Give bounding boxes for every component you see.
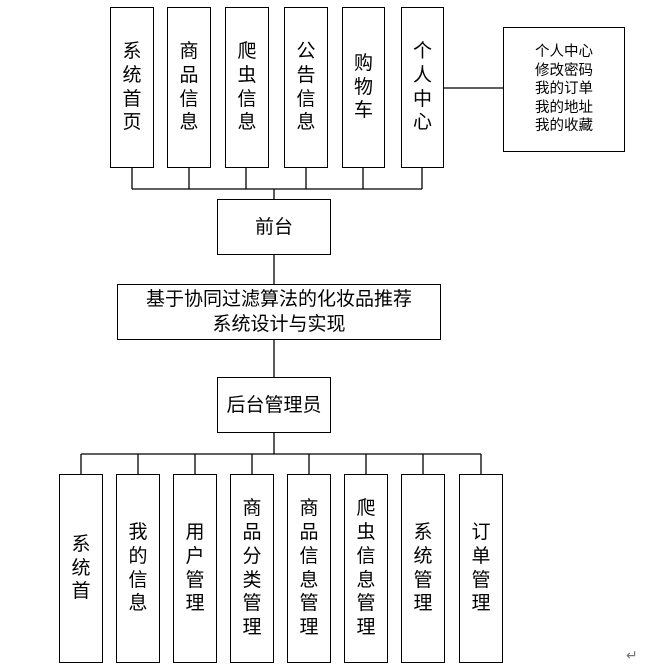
frontend-label: 前台 (254, 215, 293, 238)
submenu-item: 我的订单 (535, 81, 593, 98)
module-label: 系统首 (71, 532, 91, 603)
admin-module-user-management: 用户管理 (173, 474, 217, 663)
admin-module-system-management: 系统管理 (401, 474, 445, 663)
admin-module-system-home: 系统首 (59, 474, 103, 663)
module-label: 系统首页 (122, 39, 142, 134)
module-label: 个人中心 (412, 39, 432, 134)
personal-center-submenu: 个人中心 修改密码 我的订单 我的地址 我的收藏 (503, 27, 625, 152)
system-title-node: 基于协同过滤算法的化妆品推荐 系统设计与实现 (117, 284, 441, 340)
submenu-item: 个人中心 (535, 44, 593, 61)
module-label: 爬虫信息管理 (356, 496, 376, 639)
admin-module-product-management: 商品信息管理 (287, 474, 331, 663)
module-product-info: 商品信息 (167, 7, 211, 168)
module-system-home: 系统首页 (110, 7, 154, 168)
admin-label: 后台管理员 (226, 393, 322, 416)
submenu-item: 我的收藏 (535, 118, 593, 135)
submenu-item: 修改密码 (535, 62, 593, 79)
submenu-item: 我的地址 (535, 99, 593, 116)
module-label: 订单管理 (471, 520, 491, 615)
module-announcement-info: 公告信息 (284, 7, 328, 168)
frontend-node: 前台 (217, 199, 331, 255)
admin-module-crawler-management: 爬虫信息管理 (344, 474, 388, 663)
module-crawler-info: 爬虫信息 (225, 7, 269, 168)
module-label: 系统管理 (413, 520, 433, 615)
admin-module-my-info: 我的信息 (116, 474, 160, 663)
module-shopping-cart: 购物车 (342, 7, 385, 168)
module-label: 商品信息管理 (299, 496, 319, 639)
module-label: 商品信息 (179, 39, 199, 134)
system-title-line: 基于协同过滤算法的化妆品推荐 (145, 288, 412, 311)
module-label: 商品分类管理 (242, 496, 262, 639)
system-title-line: 系统设计与实现 (212, 313, 346, 335)
module-label: 我的信息 (128, 520, 148, 615)
admin-module-order-management: 订单管理 (459, 474, 503, 663)
module-personal-center: 个人中心 (401, 7, 444, 168)
module-label: 公告信息 (296, 39, 316, 134)
admin-module-category-management: 商品分类管理 (230, 474, 274, 663)
module-label: 用户管理 (185, 520, 205, 615)
module-label: 购物车 (353, 51, 373, 122)
paragraph-return-mark: ↵ (626, 648, 638, 664)
admin-node: 后台管理员 (217, 377, 331, 433)
module-label: 爬虫信息 (237, 39, 257, 134)
